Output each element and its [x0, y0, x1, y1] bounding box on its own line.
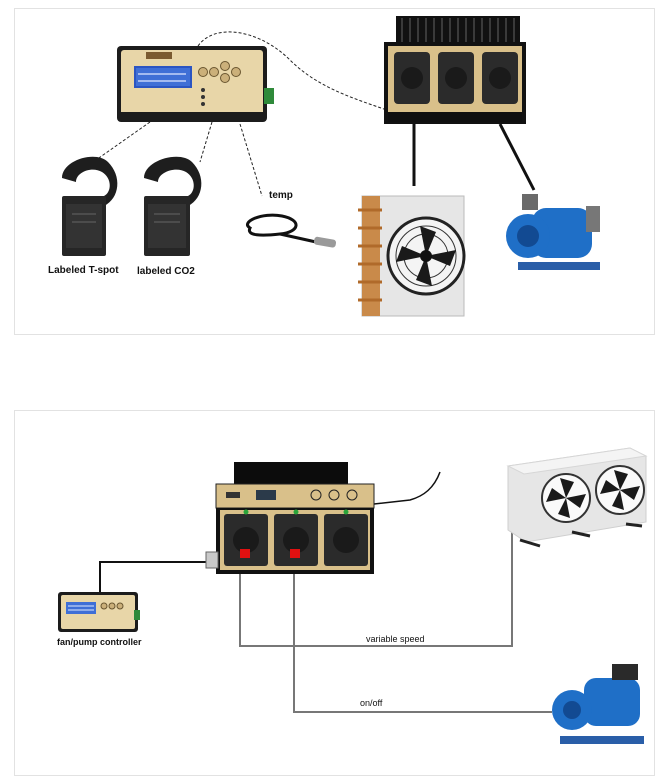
switchbox-supply-cable: [373, 471, 441, 505]
ct-clamp-co2: [144, 156, 202, 256]
controller-to-switchbox-cable: [197, 31, 393, 113]
bottom-water-pump: [552, 664, 644, 744]
top-water-pump: [506, 194, 600, 270]
temperature-probe: [246, 213, 337, 248]
top-condenser-fan: [358, 195, 466, 317]
bottom-dual-fan-condenser: [506, 447, 648, 548]
label-tspot: Labeled T-spot: [48, 265, 119, 276]
label-co2: labeled CO2: [137, 266, 195, 277]
top-controller: [117, 46, 274, 122]
top-switch-box: [384, 16, 526, 124]
co2-lead: [199, 121, 213, 163]
label-fan-pump-controller: fan/pump controller: [57, 637, 142, 647]
bottom-switch-box: [205, 462, 375, 574]
variable-speed-line: [239, 520, 513, 647]
onoff-line: [293, 564, 552, 713]
label-temp: temp: [269, 190, 293, 201]
label-variable-speed: variable speed: [366, 634, 425, 644]
bottom-controller: [58, 592, 140, 632]
ct-clamp-tspot: [62, 156, 118, 256]
label-onoff: on/off: [360, 698, 383, 708]
temp-lead: [239, 123, 263, 197]
controller-power-line: [99, 561, 212, 594]
switchbox-to-pump-cable: [498, 123, 536, 191]
tspot-lead: [95, 121, 151, 161]
